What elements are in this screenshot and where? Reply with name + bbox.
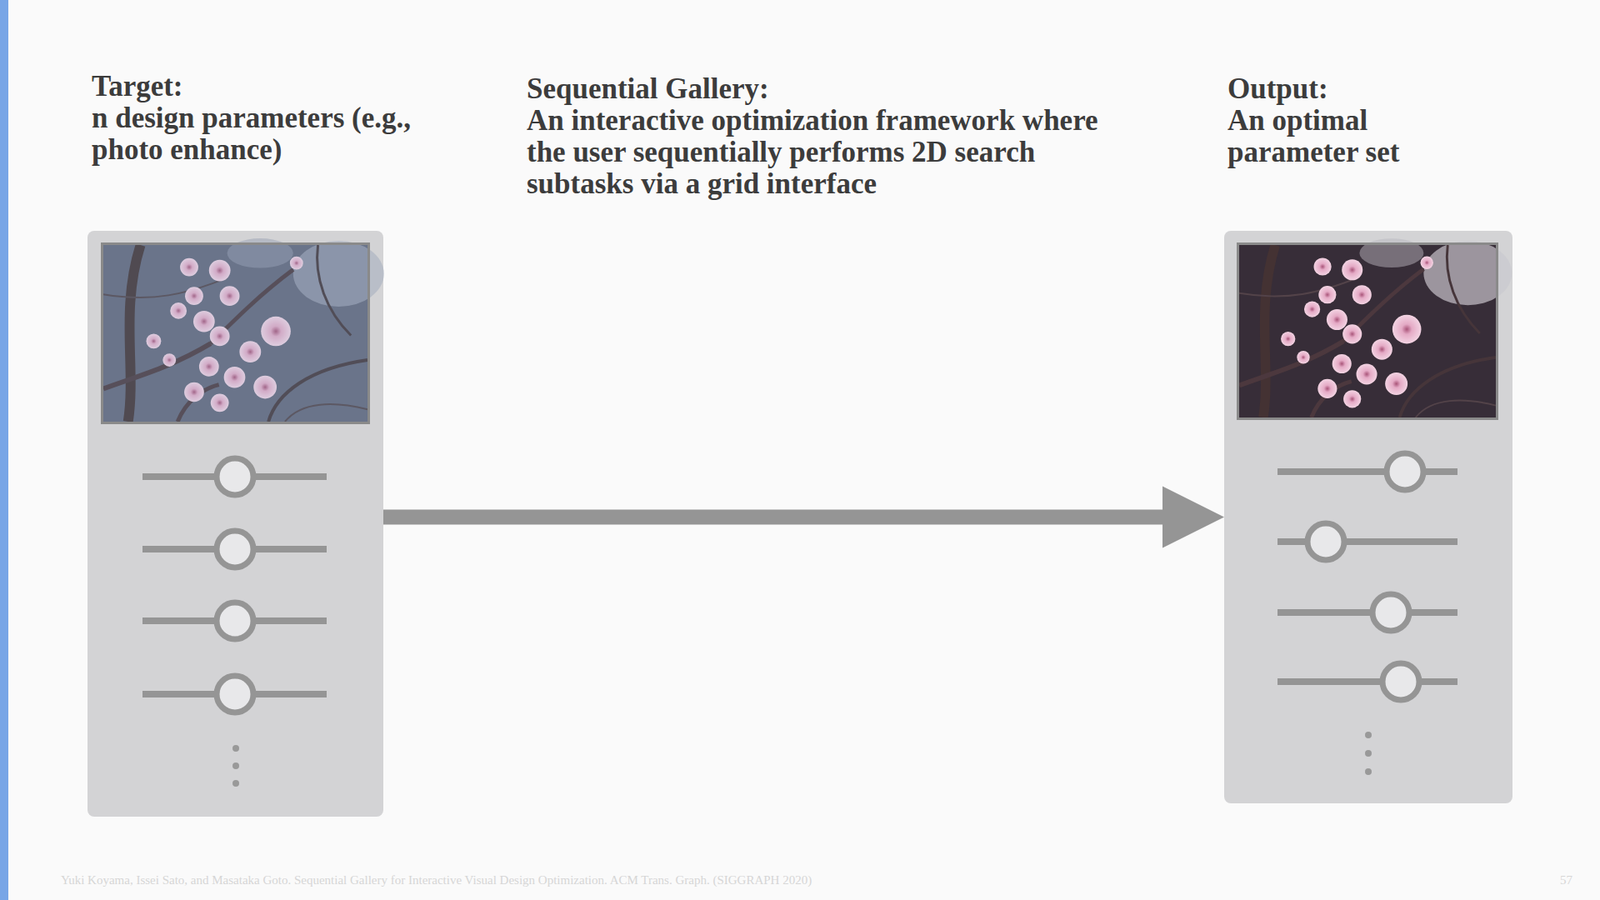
ellipsis-dot bbox=[1365, 731, 1372, 739]
parameter-panel bbox=[87, 230, 384, 817]
parameter-panel bbox=[1224, 230, 1513, 804]
photo-after bbox=[1239, 238, 1512, 418]
photo-tint bbox=[103, 245, 368, 422]
slider-knob bbox=[1386, 453, 1424, 490]
slider-knob bbox=[1372, 594, 1410, 631]
ellipsis-dot bbox=[1365, 750, 1372, 757]
slider-knob bbox=[216, 530, 254, 568]
parameter-panel: Output:An optimal parameter set bbox=[1224, 230, 1513, 804]
ellipsis-dot bbox=[232, 780, 240, 787]
arrow-head bbox=[1162, 486, 1225, 549]
ellipsis-dot bbox=[232, 762, 240, 770]
slider-knob bbox=[216, 458, 254, 495]
photo-ground bbox=[1239, 245, 1496, 418]
flow-arrow bbox=[383, 486, 1225, 549]
process-description: An interactive optimization framework wh… bbox=[526, 105, 1127, 200]
slider-knob bbox=[216, 602, 254, 640]
photo-before bbox=[103, 238, 385, 422]
slider-knob bbox=[1382, 663, 1420, 700]
slider-track bbox=[1277, 538, 1458, 545]
blossom-photo bbox=[1239, 245, 1496, 418]
slider-track bbox=[1277, 678, 1458, 685]
photo-ground bbox=[103, 245, 368, 422]
panel-heading: Output:An optimal parameter set bbox=[1227, 73, 1478, 169]
ellipsis-dot bbox=[232, 745, 240, 752]
heading-title: Output: bbox=[1227, 73, 1478, 105]
slider-group bbox=[1277, 453, 1458, 700]
process-description: Sequential Gallery: bbox=[526, 73, 1160, 105]
slider-knob bbox=[1307, 523, 1345, 560]
blossom-photo bbox=[103, 245, 368, 422]
photo-frame bbox=[102, 244, 370, 424]
page-number: 57 bbox=[1560, 872, 1573, 888]
accent-bar bbox=[0, 0, 9, 900]
heading-body: An optimal parameter set bbox=[1227, 105, 1478, 169]
photo-frame bbox=[1238, 244, 1498, 420]
slider-track bbox=[1277, 468, 1458, 475]
heading-body: n design parameters (e.g., photo enhance… bbox=[91, 102, 425, 166]
ellipsis-dot bbox=[1365, 768, 1372, 775]
slider-knob bbox=[216, 675, 254, 713]
photo-tint bbox=[1239, 245, 1496, 418]
parameter-panel: Target:n design parameters (e.g., photo … bbox=[87, 230, 384, 817]
panel-heading: Target:n design parameters (e.g., photo … bbox=[91, 70, 425, 166]
citation: Yuki Koyama, Issei Sato, and Masataka Go… bbox=[60, 872, 812, 888]
slider-group bbox=[142, 458, 327, 713]
heading-title: Target: bbox=[91, 70, 425, 103]
arrow-shaft bbox=[383, 510, 1165, 525]
slider-track bbox=[1277, 609, 1458, 616]
